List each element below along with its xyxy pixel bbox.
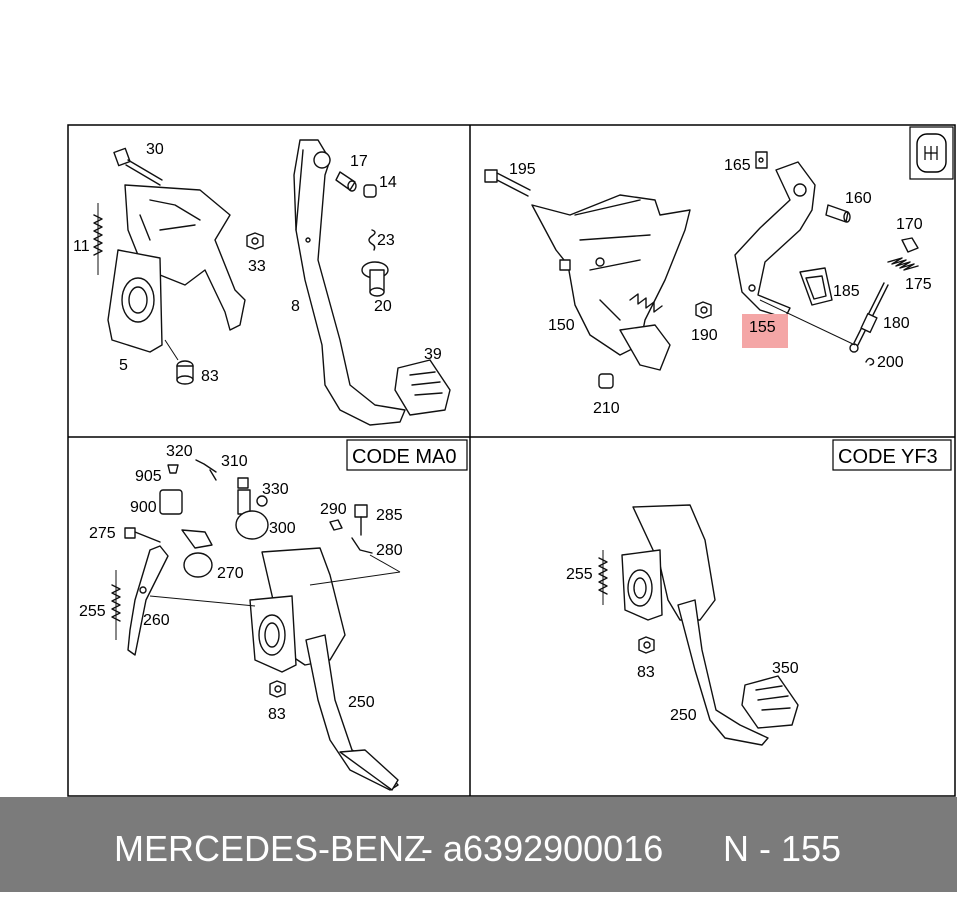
part-label-185: 185 xyxy=(833,283,860,300)
part-label-5: 5 xyxy=(119,357,128,374)
part-label-20: 20 xyxy=(374,298,392,315)
pedal-bracket-5-drawing xyxy=(107,184,246,353)
part-label-250: 250 xyxy=(670,707,697,724)
footer-text: MERCEDES-BENZ - a6392900016 N - 155 xyxy=(0,797,957,892)
footer-separator: - xyxy=(421,828,433,869)
part-label-300: 300 xyxy=(269,520,296,537)
nut-83-left-drawing xyxy=(269,680,286,698)
part-label-33: 33 xyxy=(248,258,266,275)
part-label-280: 280 xyxy=(376,542,403,559)
switch-parts-drawing xyxy=(159,459,269,578)
panel-top-right xyxy=(484,126,954,389)
part-label-260: 260 xyxy=(143,612,170,629)
code-box-ma0 xyxy=(346,439,468,471)
footer-brand: MERCEDES-BENZ xyxy=(114,828,427,869)
part-label-190: 190 xyxy=(691,327,718,344)
code-label-yf3: CODE YF3 xyxy=(838,446,938,468)
part-label-195: 195 xyxy=(509,161,536,178)
footer-bar: MERCEDES-BENZ - a6392900016 N - 155 xyxy=(0,797,957,892)
spring-255-right-drawing xyxy=(598,550,608,605)
spring-255-left-drawing xyxy=(111,570,121,640)
brake-pedal-155-drawing xyxy=(734,161,816,319)
code-box-yf3 xyxy=(832,439,952,471)
part-label-255: 255 xyxy=(79,603,106,620)
nut-33-drawing xyxy=(246,232,264,250)
clip-170-drawing xyxy=(901,237,919,253)
part-label-285: 285 xyxy=(376,507,403,524)
part-label-310: 310 xyxy=(221,453,248,470)
part-label-83: 83 xyxy=(268,706,286,723)
bolt-195-drawing xyxy=(484,169,531,197)
part-label-350: 350 xyxy=(772,660,799,677)
panel-bottom-right xyxy=(598,439,952,746)
pin-160-drawing xyxy=(825,204,851,223)
part-labels: 30 11 33 5 83 17 14 23 20 8 39 195 165 160 170 175 185 18… xyxy=(73,141,932,724)
panel-top-left xyxy=(93,139,451,426)
part-label-14: 14 xyxy=(379,174,397,191)
leader-155-180 xyxy=(759,299,856,346)
part-label-23: 23 xyxy=(377,232,395,249)
bracket-280-drawing xyxy=(329,504,401,573)
part-label-39: 39 xyxy=(424,346,442,363)
part-label-30: 30 xyxy=(146,141,164,158)
clip-165-drawing xyxy=(755,151,768,169)
return-spring-drawing xyxy=(619,293,671,371)
code-label-ma0: CODE MA0 xyxy=(352,446,456,468)
bushing-210-drawing xyxy=(598,373,614,389)
bushing-14-drawing xyxy=(363,184,377,198)
part-label-155: 155 xyxy=(749,319,776,336)
part-label-17: 17 xyxy=(350,153,368,170)
part-label-255: 255 xyxy=(566,566,593,583)
part-label-330: 330 xyxy=(262,481,289,498)
part-label-905: 905 xyxy=(135,468,162,485)
pedal-bracket-150-drawing xyxy=(531,194,691,356)
spring-175-drawing xyxy=(887,257,919,271)
part-label-83: 83 xyxy=(201,368,219,385)
pin-17-drawing xyxy=(335,171,357,192)
pin-20-drawing xyxy=(361,261,389,297)
part-label-250: 250 xyxy=(348,694,375,711)
pedal-assembly-250-right-drawing xyxy=(621,504,769,746)
part-label-160: 160 xyxy=(845,190,872,207)
part-label-170: 170 xyxy=(896,216,923,233)
push-rod-180-drawing xyxy=(849,282,889,353)
pedal-pad-39-drawing xyxy=(394,359,451,416)
part-label-11: 11 xyxy=(73,238,90,255)
diagram-frame xyxy=(67,124,956,797)
clip-200-drawing xyxy=(865,357,875,366)
bolt-30-drawing xyxy=(113,147,163,186)
part-label-8: 8 xyxy=(291,298,300,315)
part-label-210: 210 xyxy=(593,400,620,417)
part-label-165: 165 xyxy=(724,157,751,174)
clutch-pedal-8-drawing xyxy=(293,139,406,426)
spring-11-drawing xyxy=(93,203,103,275)
bushing-83-drawing xyxy=(164,339,194,385)
part-label-83: 83 xyxy=(637,664,655,681)
clip-23-drawing xyxy=(368,229,376,251)
part-label-320: 320 xyxy=(166,443,193,460)
part-label-150: 150 xyxy=(548,317,575,334)
part-label-175: 175 xyxy=(905,276,932,293)
panel-bottom-left xyxy=(111,439,468,791)
footer-ref: N - 155 xyxy=(723,828,842,869)
part-label-180: 180 xyxy=(883,315,910,332)
part-label-275: 275 xyxy=(89,525,116,542)
nut-83-right-drawing xyxy=(638,636,655,654)
gear-shift-knob-icon xyxy=(909,126,954,180)
nut-190-drawing xyxy=(695,301,712,319)
lever-260-drawing xyxy=(124,527,169,656)
pedal-assembly-250-drawing xyxy=(149,547,401,791)
part-label-290: 290 xyxy=(320,501,347,518)
highlight-155 xyxy=(742,314,788,348)
part-label-270: 270 xyxy=(217,565,244,582)
footer-part-number: a6392900016 xyxy=(443,828,664,869)
pedal-pad-350-drawing xyxy=(741,675,799,729)
part-label-200: 200 xyxy=(877,354,904,371)
pedal-pad-185-drawing xyxy=(799,267,833,306)
part-label-900: 900 xyxy=(130,499,157,516)
